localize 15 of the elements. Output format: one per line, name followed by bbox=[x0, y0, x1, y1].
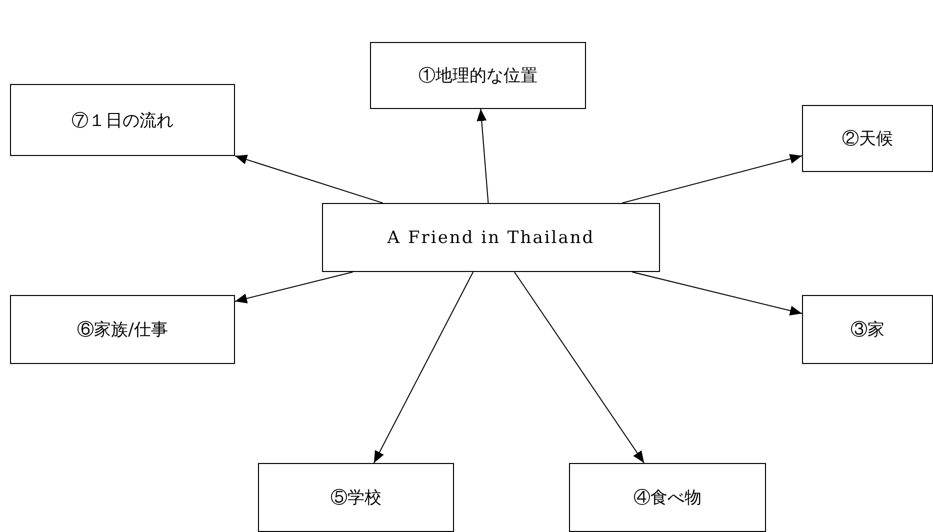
subtopic-box: ②天候 bbox=[802, 105, 933, 172]
arrow bbox=[234, 154, 384, 204]
arrow bbox=[234, 272, 354, 304]
subtopic-box: ④食べ物 bbox=[569, 463, 766, 532]
arrow bbox=[514, 272, 645, 464]
subtopic-box: ⑤学校 bbox=[258, 463, 454, 532]
subtopic-box: ⑦１日の流れ bbox=[10, 84, 235, 156]
subtopic-box: ③家 bbox=[802, 295, 933, 364]
arrow bbox=[373, 272, 474, 464]
topic-box: A Friend in Thailand bbox=[322, 203, 660, 272]
subtopic-box: ⑥家族/仕事 bbox=[10, 295, 235, 364]
subtopic-box: ①地理的な位置 bbox=[370, 42, 586, 109]
arrow bbox=[476, 108, 489, 204]
arrow bbox=[632, 272, 802, 316]
arrow bbox=[622, 154, 802, 204]
